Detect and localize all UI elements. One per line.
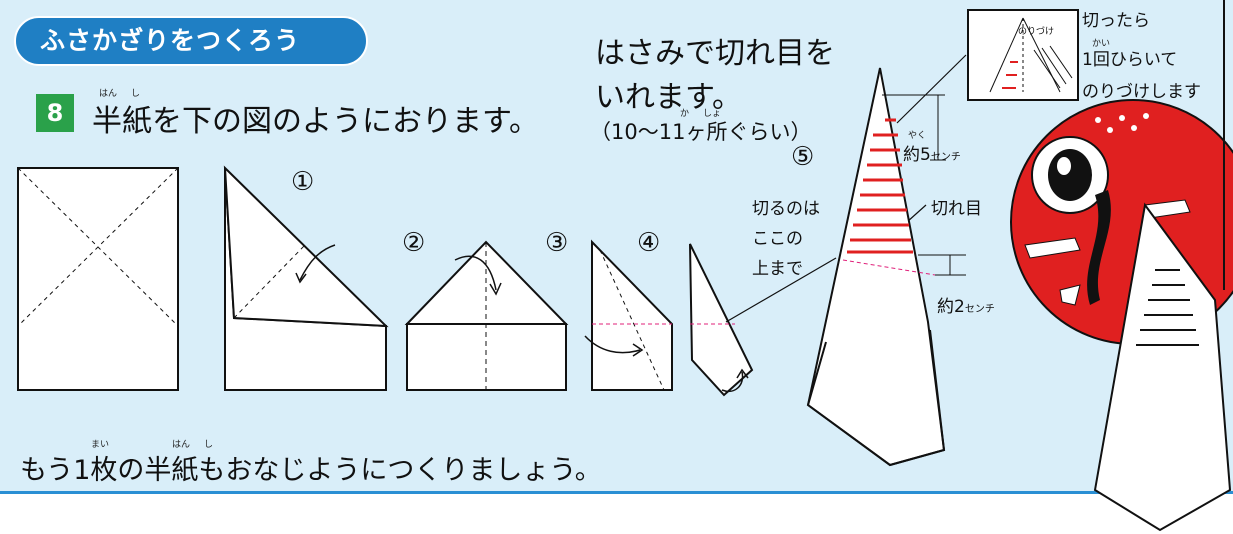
- ruby-shi: し: [131, 89, 141, 99]
- step-number-badge: 8: [36, 94, 74, 132]
- fold-step-2: [404, 240, 569, 391]
- cut-count: （10〜11ヶ所ぐらい）: [590, 120, 812, 144]
- after-cut-line1: 切ったら: [1082, 11, 1150, 31]
- cut-until-line1: 切るのは: [752, 199, 820, 219]
- ruby-yaku: やく: [908, 131, 927, 141]
- ruby-ka: か: [680, 109, 690, 119]
- glue-inset-box: [967, 9, 1079, 101]
- approx-2-value: 約2: [937, 297, 965, 317]
- step-label-4: ④: [637, 228, 661, 258]
- closing-instruction: もう1枚の半紙もおなじようにつくりましょう。: [20, 455, 602, 486]
- after-cut-line3: のりづけします: [1082, 82, 1201, 102]
- after-cut-line2: 1回ひらいて: [1082, 50, 1178, 70]
- cut-instruction-line2: いれます。: [595, 80, 742, 115]
- sheet-unfolded: [17, 167, 179, 391]
- approx-2cm-label: 約2センチ: [937, 292, 995, 317]
- approx-5-value: 約5: [903, 145, 931, 165]
- fold-step-1: [223, 165, 389, 391]
- approx-2-unit: センチ: [964, 304, 995, 315]
- step-instruction: 半紙を下の図のようにおります。: [92, 104, 539, 139]
- step-label-2: ②: [402, 228, 426, 258]
- ruby-han: はん: [99, 89, 118, 99]
- approx-5cm-label: 約5センチ: [903, 140, 961, 165]
- section-title: ふさかざりをつくろう: [14, 16, 368, 66]
- step-label-1: ①: [291, 167, 315, 197]
- approx-5-unit: センチ: [930, 152, 961, 163]
- cut-until-line3: 上まで: [752, 259, 803, 279]
- ruby-shi-2: し: [204, 440, 214, 450]
- bottom-divider: [0, 491, 1233, 494]
- step5-pointer-lines: [725, 54, 967, 323]
- fold-step-3: [584, 239, 673, 391]
- ruby-kai: かい: [1092, 39, 1111, 49]
- cut-slits-label: 切れ目: [931, 199, 982, 219]
- fold-step-4: [689, 243, 754, 397]
- ruby-mai: まい: [91, 440, 110, 450]
- cut-until-line2: ここの: [752, 229, 803, 249]
- step-label-5: ⑤: [791, 142, 815, 172]
- step-label-3: ③: [545, 228, 569, 258]
- cut-instruction-line1: はさみで切れ目を: [595, 36, 835, 71]
- koinobori-carp: [1010, 0, 1233, 532]
- ruby-han-2: はん: [172, 440, 191, 450]
- glue-inset-label: のりづけ: [1018, 27, 1055, 37]
- fold-step-5-slits: [806, 67, 966, 467]
- ruby-sho: しょ: [703, 109, 722, 119]
